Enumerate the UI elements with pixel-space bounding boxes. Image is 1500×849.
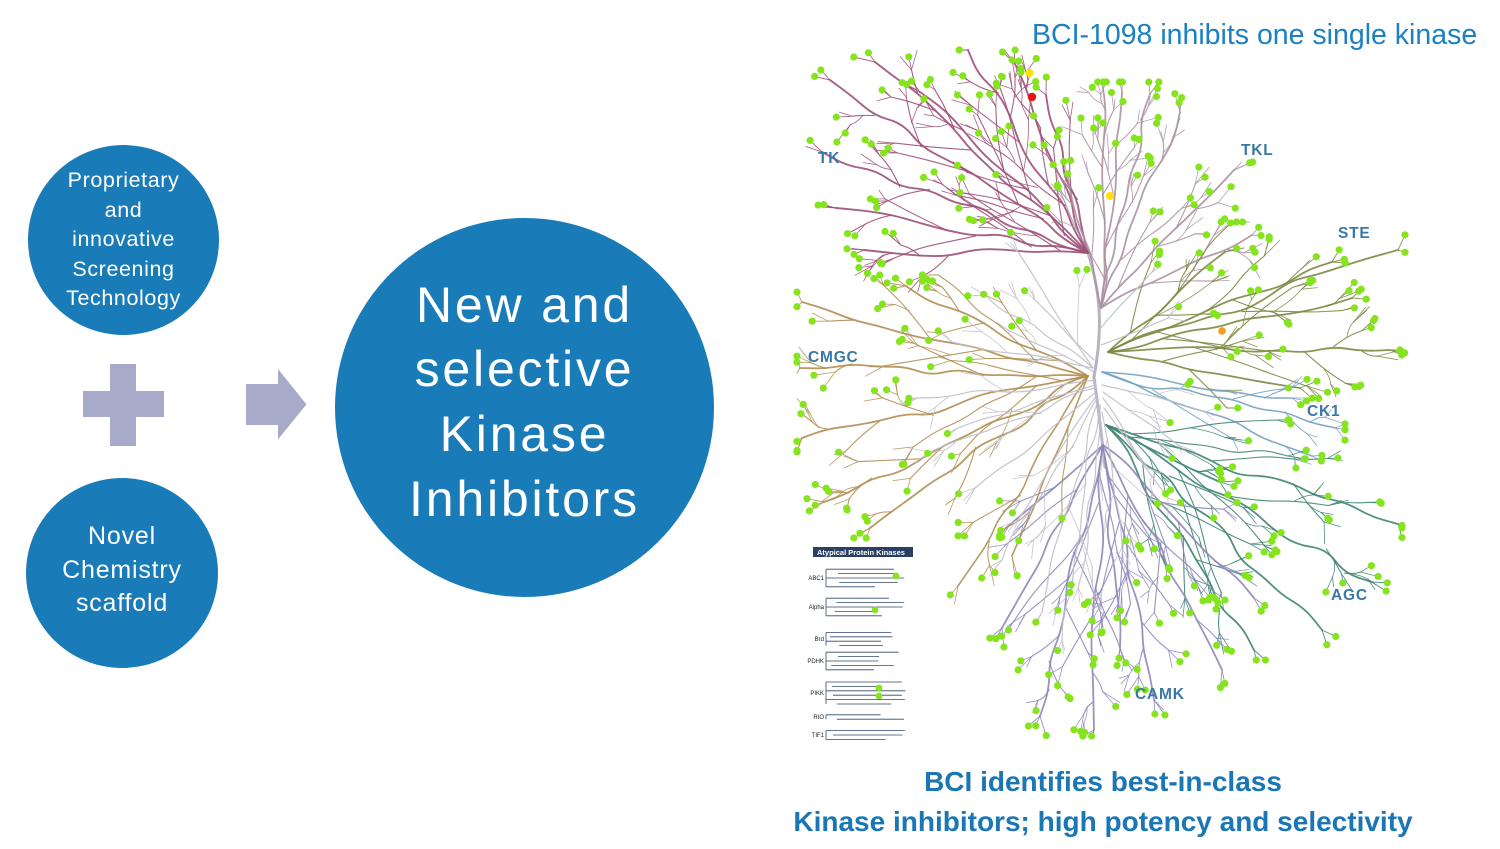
svg-text:CMGC: CMGC	[808, 349, 859, 366]
svg-text:STE: STE	[1338, 225, 1371, 242]
svg-text:PIKK: PIKK	[810, 691, 824, 697]
svg-text:Alpha: Alpha	[809, 605, 825, 611]
svg-text:ABC1: ABC1	[808, 576, 824, 582]
svg-text:CK1: CK1	[1307, 403, 1340, 420]
svg-text:TKL: TKL	[1241, 142, 1274, 159]
svg-text:TK: TK	[818, 150, 840, 167]
svg-text:Brd: Brd	[815, 637, 824, 643]
svg-text:RIO: RIO	[813, 715, 824, 721]
svg-text:TIF1: TIF1	[812, 733, 825, 739]
svg-text:CAMK: CAMK	[1135, 686, 1185, 703]
svg-text:Atypical Protein Kinases: Atypical Protein Kinases	[817, 548, 905, 557]
svg-text:PDHK: PDHK	[807, 659, 824, 665]
svg-text:AGC: AGC	[1331, 587, 1368, 604]
